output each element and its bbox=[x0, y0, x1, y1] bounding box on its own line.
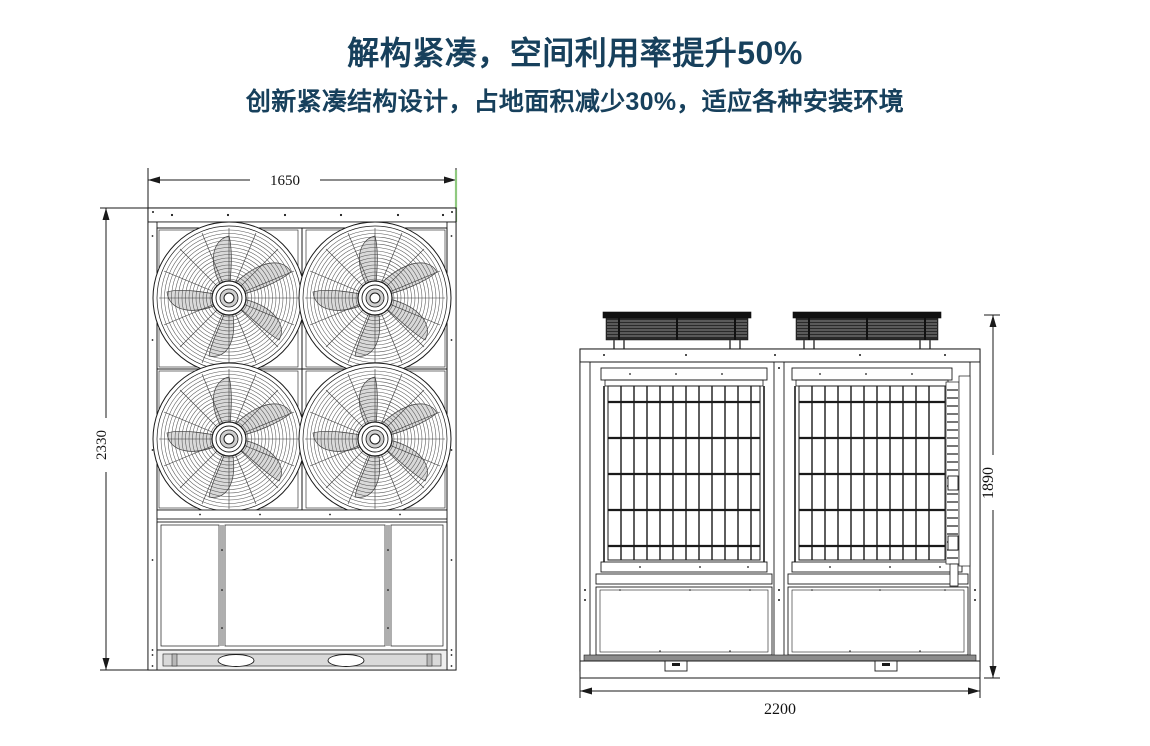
dimension-label-height-side: 1890 bbox=[980, 467, 997, 499]
front-top-rail bbox=[147, 207, 457, 229]
front-lower-panels bbox=[156, 521, 448, 651]
headings-block: 解构紧凑，空间利用率提升50% 创新紧凑结构设计，占地面积减少30%，适应各种安… bbox=[0, 0, 1150, 117]
fan-hub-center bbox=[223, 433, 235, 445]
fan-hub-center bbox=[369, 433, 381, 445]
dimension-height-1890 bbox=[984, 314, 1000, 679]
page-subtitle: 创新紧凑结构设计，占地面积减少30%，适应各种安装环境 bbox=[245, 88, 905, 117]
fan-blades bbox=[312, 376, 438, 498]
page-title: 解构紧凑，空间利用率提升50% bbox=[347, 35, 803, 71]
drawings-canvas: 1650 2330 bbox=[94, 168, 1000, 718]
shroud-legs bbox=[803, 340, 931, 349]
dimension-label-width-side: 2200 bbox=[764, 701, 796, 718]
side-base-plinth bbox=[579, 654, 981, 679]
lower-panel bbox=[160, 524, 220, 647]
side-top-rail bbox=[579, 348, 981, 369]
fan-hub-center bbox=[369, 292, 381, 304]
fan-assembly bbox=[152, 362, 306, 516]
base-slot bbox=[327, 654, 365, 667]
side-lower-panel bbox=[787, 586, 969, 656]
side-view-group: 1890 2200 bbox=[579, 311, 1000, 718]
fan-assembly bbox=[152, 221, 306, 375]
front-mid-rail bbox=[156, 509, 448, 520]
front-view-group: 1650 2330 bbox=[94, 168, 458, 671]
coil-fin-detail-strip bbox=[945, 375, 971, 587]
dimension-label-width-front: 1650 bbox=[270, 173, 300, 189]
dimension-height-2330 bbox=[100, 207, 152, 671]
dimension-label-height-front: 2330 bbox=[94, 430, 110, 460]
base-slot bbox=[217, 654, 255, 667]
lower-panel bbox=[390, 524, 444, 647]
fan-blades bbox=[166, 376, 292, 498]
fan-assembly bbox=[298, 221, 452, 375]
lower-panel bbox=[224, 524, 386, 647]
fan-shroud bbox=[602, 311, 752, 349]
technical-drawings: 1650 2330 bbox=[0, 150, 1150, 746]
fan-blades bbox=[166, 235, 292, 357]
shroud-legs bbox=[613, 340, 741, 349]
front-base-plinth bbox=[151, 649, 453, 671]
coil-grille-section bbox=[787, 367, 969, 585]
fan-hub-center bbox=[223, 292, 235, 304]
coil-grille-section bbox=[595, 367, 773, 585]
fan-assembly bbox=[298, 362, 452, 516]
dimension-width-2200 bbox=[579, 678, 981, 698]
side-lower-panel bbox=[595, 586, 773, 656]
fan-shroud bbox=[792, 311, 942, 349]
fan-blades bbox=[312, 235, 438, 357]
